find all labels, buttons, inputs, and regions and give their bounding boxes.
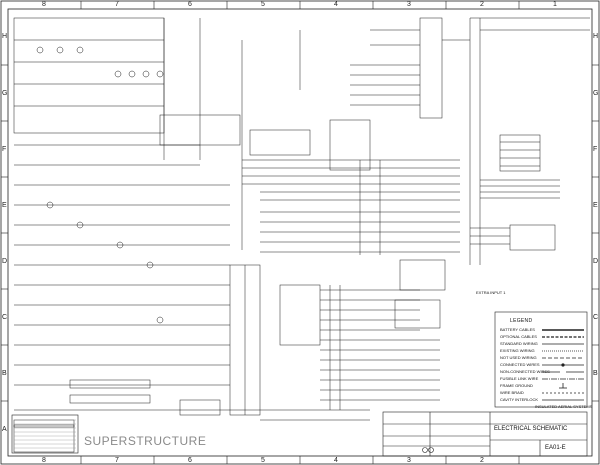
zone-col-5-bottom: 5	[261, 457, 265, 464]
zone-col-6-bottom: 6	[188, 457, 192, 464]
legend-item: OPTIONAL CABLES	[500, 334, 537, 339]
extra-input-label: EXTRA INPUT 1	[476, 290, 506, 295]
legend-item: NON-CONNECTED WIRES	[500, 369, 550, 374]
zone-col-8-bottom: 8	[42, 457, 46, 464]
zone-col-1: 1	[553, 1, 557, 8]
drawing-number: EA01-E	[545, 445, 566, 451]
legend-item: WIRE BRAID	[500, 390, 524, 395]
zone-row-a: A	[2, 426, 7, 433]
zone-col-7: 7	[115, 1, 119, 8]
zone-row-d-right: D	[593, 258, 599, 265]
zone-row-h-right: H	[593, 33, 599, 40]
zone-row-f-right: F	[593, 146, 598, 153]
zone-row-b: B	[2, 370, 7, 377]
zone-row-f: F	[2, 146, 7, 153]
zone-col-4-bottom: 4	[334, 457, 338, 464]
zone-col-3: 3	[407, 1, 411, 8]
legend-item: EXISTING WIRING	[500, 348, 535, 353]
legend-item: STANDARD WIRING	[500, 341, 538, 346]
zone-col-4: 4	[334, 1, 338, 8]
legend-item: CAVITY INTERLOCK	[500, 397, 539, 402]
section-label: SUPERSTRUCTURE	[84, 434, 207, 448]
zone-row-g-right: G	[593, 90, 599, 97]
zone-col-3-bottom: 3	[407, 457, 411, 464]
zone-row-g: G	[2, 90, 8, 97]
zone-col-2-bottom: 2	[480, 457, 484, 464]
zone-row-c: C	[2, 314, 8, 321]
zone-row-c-right: C	[593, 314, 599, 321]
company-name: INSULATED AERIAL SYSTEMS	[535, 404, 593, 409]
drawing-title: ELECTRICAL SCHEMATIC	[494, 426, 568, 432]
legend-box	[494, 311, 588, 408]
zone-col-8: 8	[42, 1, 46, 8]
legend-item: CONNECTED WIRES	[500, 362, 540, 367]
legend-item: FRAME GROUND	[500, 383, 533, 388]
zone-row-e-right: E	[593, 202, 598, 209]
zone-col-7-bottom: 7	[115, 457, 119, 464]
title-block	[382, 411, 588, 457]
zone-col-2: 2	[480, 1, 484, 8]
zone-row-b-right: B	[593, 370, 598, 377]
legend-title: LEGEND	[510, 318, 533, 324]
legend-item: NOT USED WIRING	[500, 355, 537, 360]
zone-col-5: 5	[261, 1, 265, 8]
zone-row-d: D	[2, 258, 8, 265]
legend-item: BATTERY CABLES	[500, 327, 535, 332]
zone-row-h: H	[2, 33, 8, 40]
zone-row-e: E	[2, 202, 7, 209]
zone-col-6: 6	[188, 1, 192, 8]
legend-item: FUSIBLE LINK WIRE	[500, 376, 539, 381]
